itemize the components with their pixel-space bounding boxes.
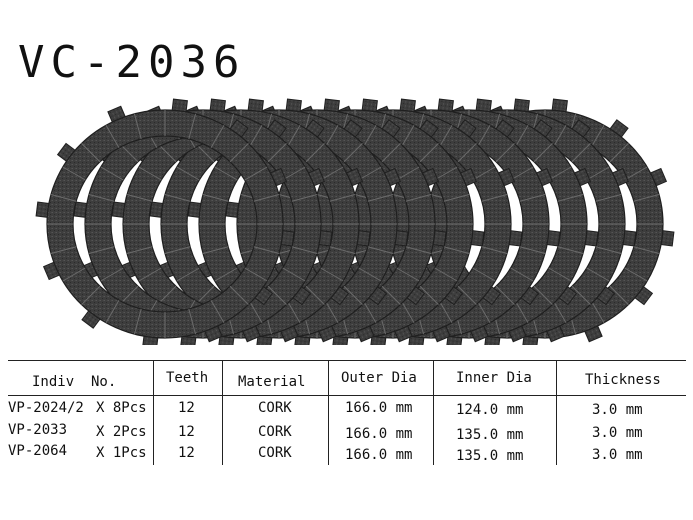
row-part-number: VP-2024/2	[8, 400, 84, 416]
row-teeth: 12	[178, 445, 195, 461]
header-teeth: Teeth	[166, 370, 209, 386]
row-quantity: X 2Pcs	[96, 424, 147, 440]
clutch-plate	[35, 98, 295, 345]
row-material: CORK	[258, 445, 292, 461]
spec-table: Indiv No. Teeth Material Outer Dia Inner…	[0, 358, 693, 468]
row-inner-dia: 124.0 mm	[456, 402, 524, 418]
row-quantity: X 8Pcs	[96, 400, 147, 416]
row-teeth: 12	[178, 400, 195, 416]
row-thickness: 3.0 mm	[592, 402, 643, 418]
row-material: CORK	[258, 424, 292, 440]
row-thickness: 3.0 mm	[592, 425, 643, 441]
row-material: CORK	[258, 400, 292, 416]
row-inner-dia: 135.0 mm	[456, 427, 524, 443]
row-thickness: 3.0 mm	[592, 447, 643, 463]
row-part-number: VP-2033	[8, 422, 68, 438]
row-outer-dia: 166.0 mm	[345, 447, 413, 463]
row-inner-dia: 135.0 mm	[456, 448, 524, 464]
table-col-divider	[433, 360, 434, 465]
header-material: Material	[238, 374, 306, 390]
table-col-divider	[222, 360, 223, 465]
clutch-plates-photo	[35, 98, 675, 345]
table-col-divider	[556, 360, 557, 465]
header-indiv-no: Indiv No.	[32, 374, 117, 390]
table-top-rule	[8, 360, 686, 361]
row-part-number: VP-2064	[8, 443, 68, 459]
row-outer-dia: 166.0 mm	[345, 426, 413, 442]
table-col-divider	[328, 360, 329, 465]
table-header-rule	[8, 395, 686, 396]
header-outer-dia: Outer Dia	[341, 370, 417, 386]
header-thickness: Thickness	[585, 372, 661, 388]
table-col-divider	[153, 360, 154, 465]
row-outer-dia: 166.0 mm	[345, 400, 413, 416]
row-quantity: X 1Pcs	[96, 445, 147, 461]
product-code-title: VC-2036	[18, 37, 246, 88]
row-teeth: 12	[178, 424, 195, 440]
header-inner-dia: Inner Dia	[456, 370, 532, 386]
